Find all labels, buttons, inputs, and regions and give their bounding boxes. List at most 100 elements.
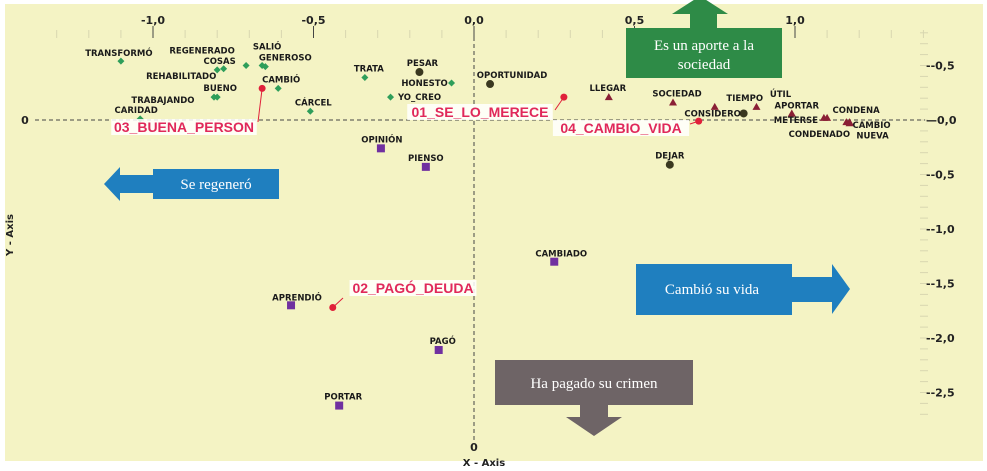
centroid-label: 04_CAMBIO_VIDA <box>560 120 681 136</box>
point-label: CONSIDERO <box>684 109 741 119</box>
point-label: PIENSO <box>408 154 444 164</box>
x-tick-label: -0,5 <box>301 14 325 27</box>
x-tick-label: -1,0 <box>141 14 165 27</box>
centroid-label-bg <box>552 120 690 136</box>
point-label: PAGÓ <box>430 335 456 347</box>
point-considero <box>739 109 748 118</box>
point-nueva <box>845 119 854 127</box>
centroid-label-bg <box>407 104 553 120</box>
point-tiempo <box>710 102 719 110</box>
point-label: GENEROSO <box>259 54 312 64</box>
point-label: APRENDIÓ <box>272 291 322 303</box>
annotation-right-arrow: Cambió su vida <box>636 264 850 315</box>
point-cárcel <box>306 107 314 115</box>
point-cambiado <box>550 257 559 266</box>
point-útil <box>752 102 761 110</box>
point-label: CAMBIADO <box>535 250 587 260</box>
point-label: CONDENADO <box>789 130 850 140</box>
annotation-up-line1: Es un aporte a la <box>654 38 754 54</box>
x-tick-label: 1,0 <box>785 14 805 27</box>
y-axis-zero-label: 0 <box>21 114 29 127</box>
point-sociedad <box>669 98 678 106</box>
y-tick-label: --0,5 <box>926 169 955 182</box>
y-tick-label: --2,5 <box>926 387 955 400</box>
point-label: REGENERADO <box>169 47 234 57</box>
x-tick-label: 0,0 <box>464 14 484 27</box>
point-oportunidad <box>486 80 495 89</box>
centroid-point <box>695 117 703 125</box>
centroid-point <box>258 84 266 92</box>
point-portar <box>335 401 344 410</box>
down-arrow-icon <box>566 405 622 436</box>
point-cambió <box>274 84 282 92</box>
y-tick-label: --2,0 <box>926 332 955 345</box>
point-label: LLEGAR <box>589 84 626 94</box>
point-label: APORTAR <box>775 101 820 111</box>
y-tick-label: --1,0 <box>926 223 955 236</box>
point-rehabilitado <box>213 66 221 74</box>
centroid-point <box>329 303 337 311</box>
right-arrow-icon <box>790 264 850 314</box>
point-label: SALIÓ <box>253 41 282 53</box>
annotation-left-arrow: Se regeneró <box>104 167 279 201</box>
point-llegar <box>604 93 613 101</box>
point-label: HONESTO <box>401 79 447 89</box>
x-tick-label: 0,5 <box>625 14 645 27</box>
annotation-up-line2: sociedad <box>678 57 731 73</box>
centroid-leader-line <box>257 88 263 123</box>
point-label: CONDENA <box>833 106 881 116</box>
point-pagó <box>434 345 443 354</box>
centroid-label-bg <box>111 119 257 135</box>
annotation-up-arrow: Es un aporte a la sociedad <box>626 0 782 78</box>
annotation-right-text: Cambió su vida <box>665 282 760 298</box>
point-trabajando <box>210 93 218 101</box>
point-label: TIEMPO <box>726 94 763 104</box>
point-label: TRANSFORMÓ <box>85 47 152 59</box>
centroid-label-bg <box>349 280 477 296</box>
point-label: NUEVA <box>856 131 889 141</box>
point-label: COSAS <box>203 57 235 67</box>
point-honesto <box>448 79 456 87</box>
point-label: BUENO <box>203 84 237 94</box>
point-regenerado <box>242 62 250 69</box>
y-axis-title: Y - Axis <box>5 214 16 257</box>
point-pesar <box>415 68 424 77</box>
x-axis-zero-label: 0 <box>470 441 478 454</box>
point-dejar <box>665 160 674 169</box>
point-generoso <box>261 63 269 71</box>
point-transformó <box>117 57 125 65</box>
y-tick-label: --1,5 <box>926 278 955 291</box>
point-aportar <box>787 109 796 117</box>
point-trata <box>361 73 369 81</box>
annotation-down-arrow: Ha pagado su crimen <box>495 360 693 436</box>
point-label: CAMBIÓ <box>262 73 300 85</box>
point-cosas <box>220 65 228 73</box>
point-label: METERSE <box>774 116 819 126</box>
point-label: CÁRCEL <box>295 96 332 108</box>
point-aprendió <box>287 301 296 310</box>
point-label: TRATA <box>354 64 384 74</box>
point-yo_creo <box>387 93 395 101</box>
point-label: CARIDAD <box>115 106 158 116</box>
point-label: YO_CREO <box>397 93 441 103</box>
annotation-left-text: Se regeneró <box>180 177 251 193</box>
point-label: CAMBIO <box>852 121 890 131</box>
point-opinión <box>376 144 385 153</box>
point-label: ÚTIL <box>770 88 792 100</box>
plot-background <box>5 4 983 461</box>
point-label: PESAR <box>407 59 439 69</box>
point-label: OPINIÓN <box>361 133 402 145</box>
point-label: PORTAR <box>324 393 362 403</box>
point-label: TRABAJANDO <box>131 96 194 106</box>
y-tick-label: --0,5 <box>926 60 955 73</box>
point-label: OPORTUNIDAD <box>477 71 548 81</box>
point-condena <box>823 113 832 121</box>
x-axis-title: X - Axis <box>463 458 505 469</box>
y-tick-label: —0,0 <box>926 114 957 127</box>
point-label: REHABILITADO <box>146 72 216 82</box>
centroid-label: 01_SE_LO_MERECE <box>412 104 549 120</box>
centroid-label: 02_PAGÓ_DEUDA <box>352 279 473 296</box>
centroid-label: 03_BUENA_PERSON <box>114 119 254 135</box>
point-label: DEJAR <box>655 152 685 162</box>
